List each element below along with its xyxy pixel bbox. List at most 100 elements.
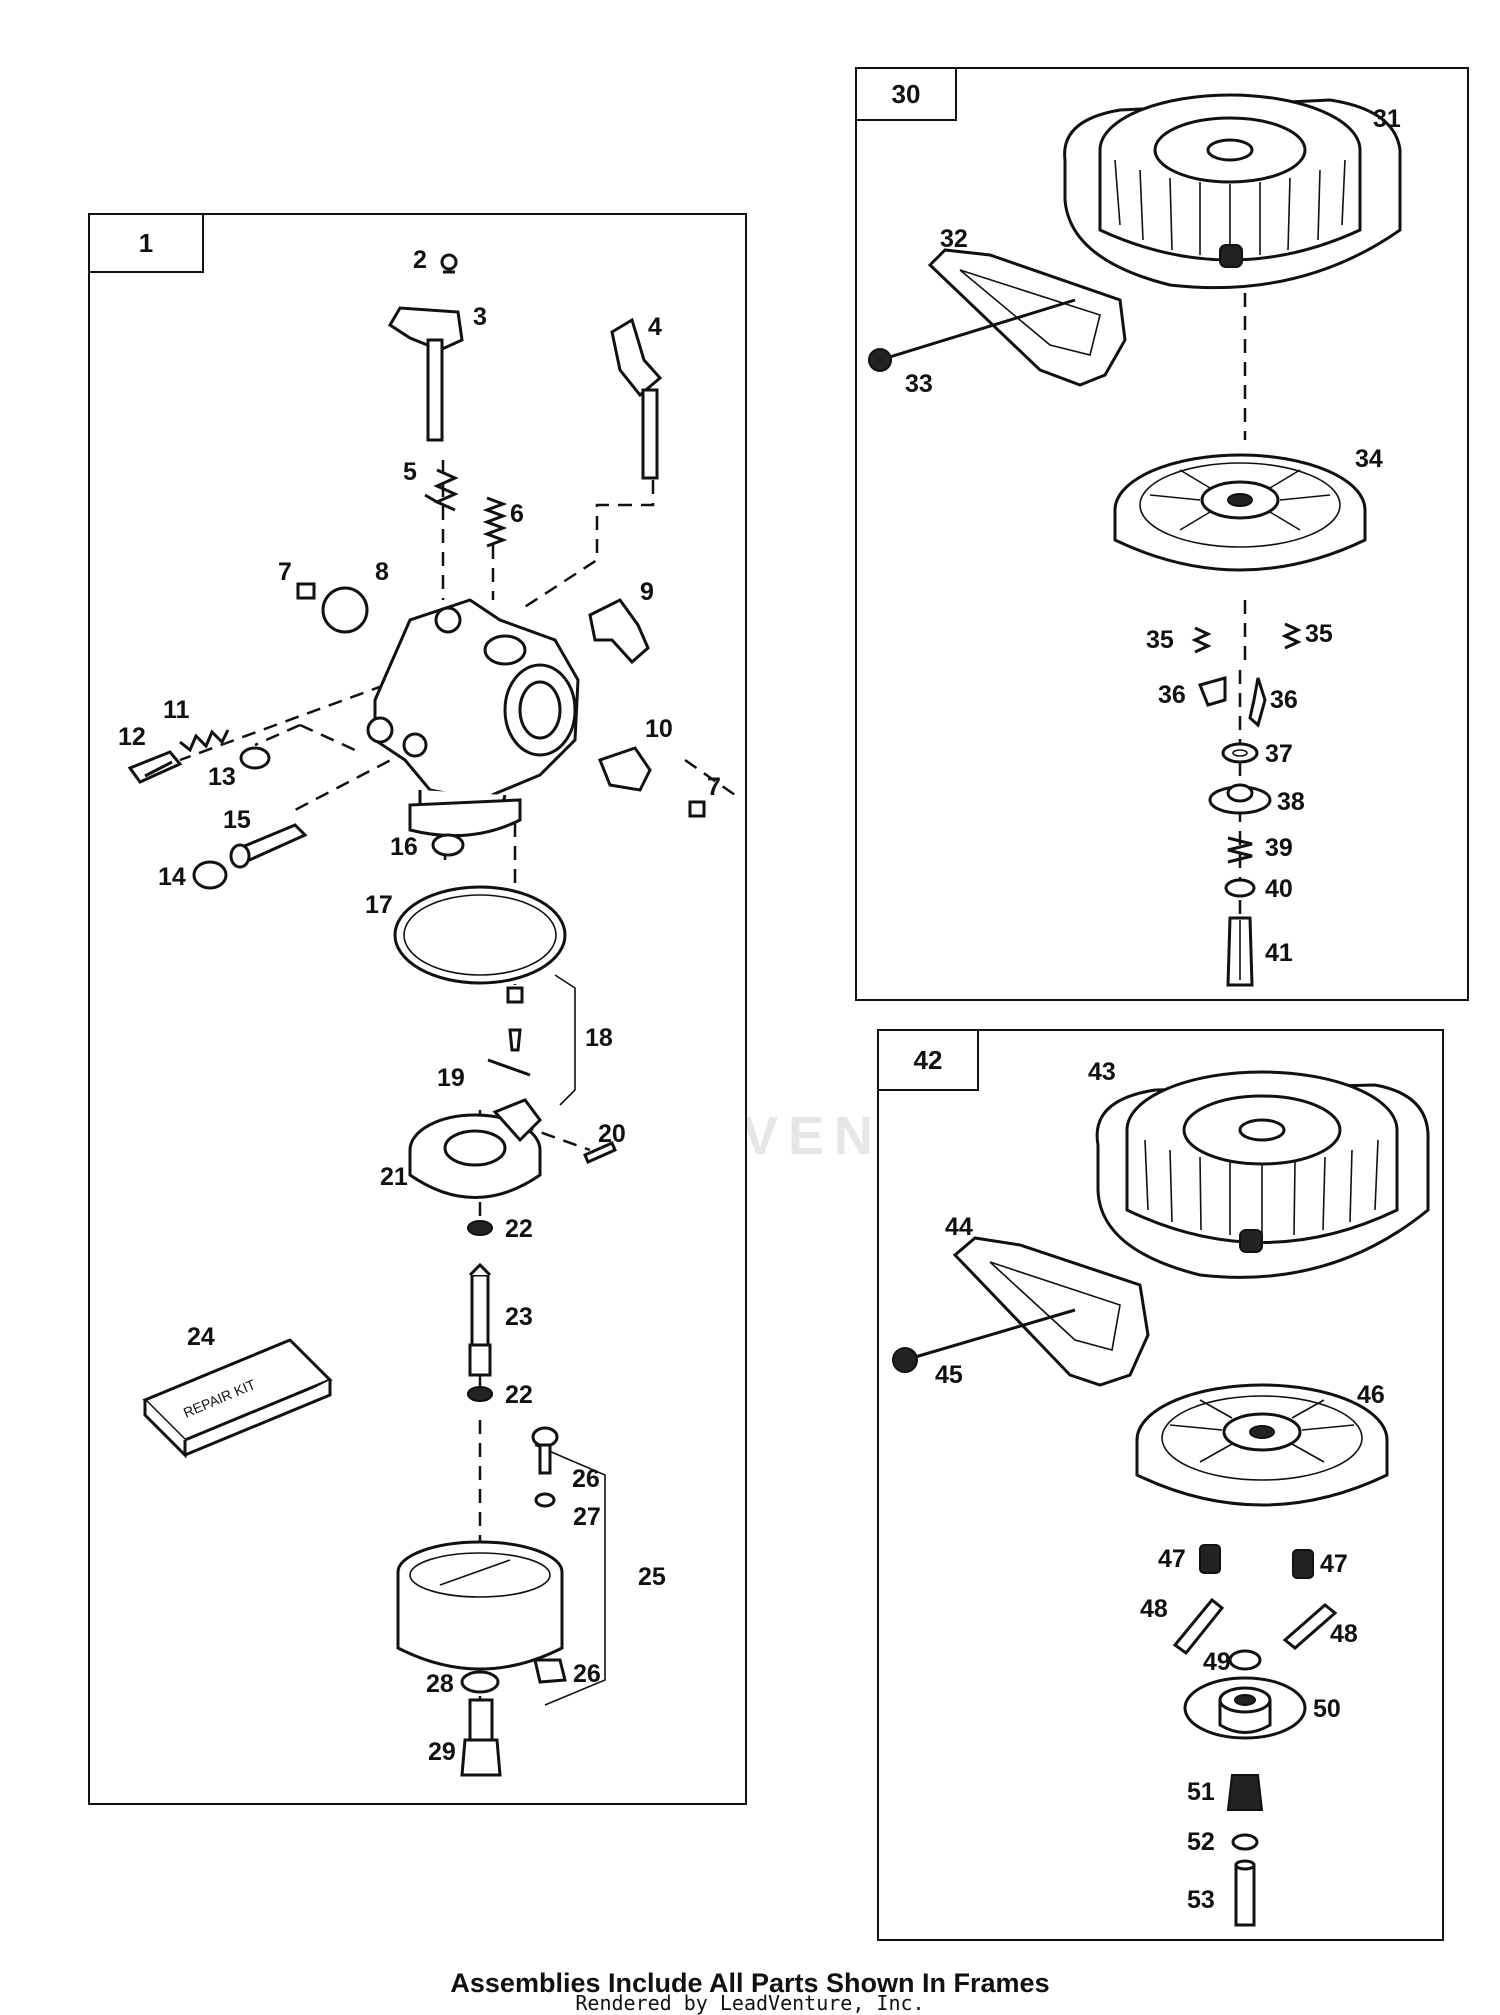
part-28-washer [460,1670,500,1694]
callout-24: 24 [187,1323,215,1351]
part-12-screw [127,750,183,784]
part-22-washer [467,1386,493,1402]
part-50-retainer [1183,1676,1307,1740]
callout-49: 49 [1203,1648,1231,1676]
carburetor-assembly: REPAIR KIT 2 3 4 5 6 7 8 9 10 7 11 12 13… [118,246,736,1777]
callout-43: 43 [1088,1058,1116,1086]
part-22-washer [467,1220,493,1236]
part-53-pin [1234,1859,1256,1927]
callout-44: 44 [945,1213,973,1241]
part-17-gasket [393,885,567,985]
part-26-nut [533,1658,567,1684]
callout-40: 40 [1265,875,1293,903]
part-43-starter-housing [1095,1070,1430,1279]
part-36-pawl [1248,677,1267,728]
part-37-washer [1221,742,1259,764]
callout-9: 9 [640,578,654,606]
frame-label: 1 [90,215,204,273]
part-8-plate [321,586,369,634]
part-41-pin [1226,916,1254,987]
callout-25: 25 [638,1563,666,1591]
callout-32: 32 [940,225,968,253]
callout-46: 46 [1357,1381,1385,1409]
part-52-washer [1231,1833,1259,1851]
part-9-fitting [588,598,650,665]
callout-21: 21 [380,1163,408,1191]
callout-6: 6 [510,500,524,528]
callout-15: 15 [223,806,251,834]
callout-47: 47 [1320,1550,1348,1578]
callout-16: 16 [390,833,418,861]
callout-36: 36 [1158,681,1186,709]
part-33-rope [868,298,1076,372]
part-45-rope [892,1308,1076,1373]
callout-20: 20 [598,1120,626,1148]
part-48-pawl [1172,1597,1225,1656]
part-49-washer [1228,1649,1262,1671]
callout-31: 31 [1373,105,1401,133]
callout-23: 23 [505,1303,533,1331]
part-3-throttle-shaft [387,306,464,442]
part-32-handle [927,248,1127,387]
frame-label: 42 [879,1031,979,1091]
part-13-seal [239,746,271,770]
part-19-clip [487,1058,531,1077]
callout-50: 50 [1313,1695,1341,1723]
callout-27: 27 [573,1503,601,1531]
part-35-spring [1191,626,1212,654]
part-39-spring [1227,836,1253,864]
part-20-pin [583,1141,617,1164]
callout-39: 39 [1265,834,1293,862]
part-26-pin [531,1426,559,1475]
callout-22: 22 [505,1381,533,1409]
footer-caption: Assemblies Include All Parts Shown In Fr… [450,1968,1050,1998]
part-47-spring [1292,1549,1314,1579]
part-47-spring [1199,1544,1221,1574]
callout-4: 4 [648,313,662,341]
callout-28: 28 [426,1670,454,1698]
callout-5: 5 [403,458,417,486]
part-7-screw [296,582,316,600]
callout-18: 18 [585,1024,613,1052]
callout-52: 52 [1187,1828,1215,1856]
part-48-pawl [1282,1603,1338,1650]
part-4-choke-shaft [610,317,663,480]
part-24-repair-kit: REPAIR KIT [142,1338,333,1459]
part-15-needle [229,823,308,869]
callout-45: 45 [935,1361,963,1389]
starter-assembly-42: 43 44 45 46 47 47 48 48 49 50 51 52 53 [892,1058,1430,1927]
part-40-washer [1224,878,1256,898]
callout-7: 7 [707,773,721,801]
part-35-spring [1281,622,1302,650]
part-31-starter-housing [1063,93,1402,290]
footer-credit: Rendered by LeadVenture, Inc. [575,1991,925,2015]
frame-carburetor: 1 [88,213,747,1805]
part-44-handle [952,1236,1150,1387]
callout-35: 35 [1146,626,1174,654]
part-6-spring [482,496,508,548]
part-21-float [408,1098,542,1199]
callout-38: 38 [1277,788,1305,816]
part-46-pulley [1135,1383,1389,1507]
callout-8: 8 [375,558,389,586]
part-5-spring [424,468,459,512]
part-51-spring [1226,1774,1264,1811]
part-18-inlet-needle [506,974,576,1106]
part-10-plate [598,746,652,792]
part-27-washer [534,1492,556,1508]
part-29-bowl-bolt [460,1698,502,1777]
part-23-main-nozzle [468,1262,492,1377]
callout-22: 22 [505,1215,533,1243]
callout-26: 26 [572,1465,600,1493]
part-36-pawl [1197,676,1227,707]
callout-48: 48 [1140,1595,1168,1623]
callout-34: 34 [1355,445,1383,473]
frame-label: 30 [857,69,957,121]
callout-19: 19 [437,1064,465,1092]
callout-48: 48 [1330,1620,1358,1648]
callout-12: 12 [118,723,146,751]
callout-2: 2 [413,246,427,274]
callout-17: 17 [365,891,393,919]
callout-11: 11 [163,696,190,724]
